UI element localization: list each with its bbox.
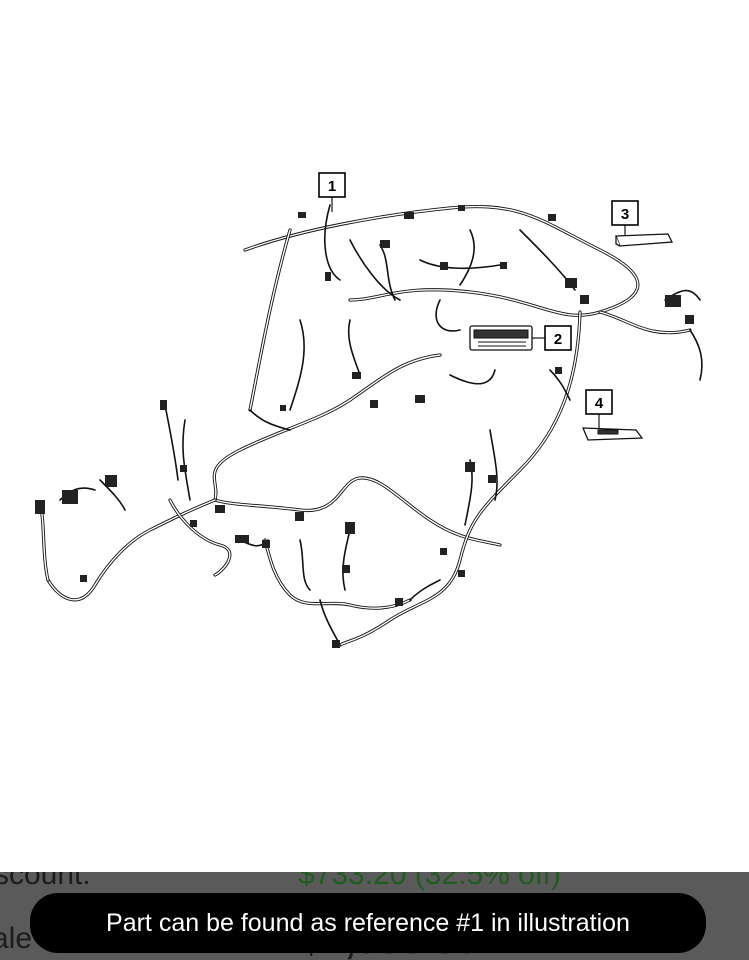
wiring-harness-illustration: 1 2 3 4 (35, 172, 703, 648)
toast-message: Part can be found as reference #1 in ill… (106, 908, 630, 937)
callout-3-number: 3 (621, 206, 629, 223)
callout-2: 2 (532, 325, 572, 351)
callout-3: 3 (611, 200, 639, 236)
module-4-box (582, 427, 644, 441)
callout-2-number: 2 (554, 331, 562, 348)
harness-connectors (35, 205, 694, 648)
toast-notification: Part can be found as reference #1 in ill… (30, 893, 706, 953)
callout-1: 1 (318, 172, 346, 212)
discount-label: scount: (0, 872, 91, 891)
module-3-box (615, 233, 674, 247)
discount-value: $733.20 (32.5% off) (298, 872, 561, 891)
callout-4-number: 4 (595, 395, 604, 412)
module-2-controller (469, 325, 533, 351)
callout-1-number: 1 (328, 178, 336, 195)
harness-branch-wires (59, 204, 703, 646)
harness-main-trunks (38, 204, 692, 647)
callout-4: 4 (585, 389, 613, 428)
